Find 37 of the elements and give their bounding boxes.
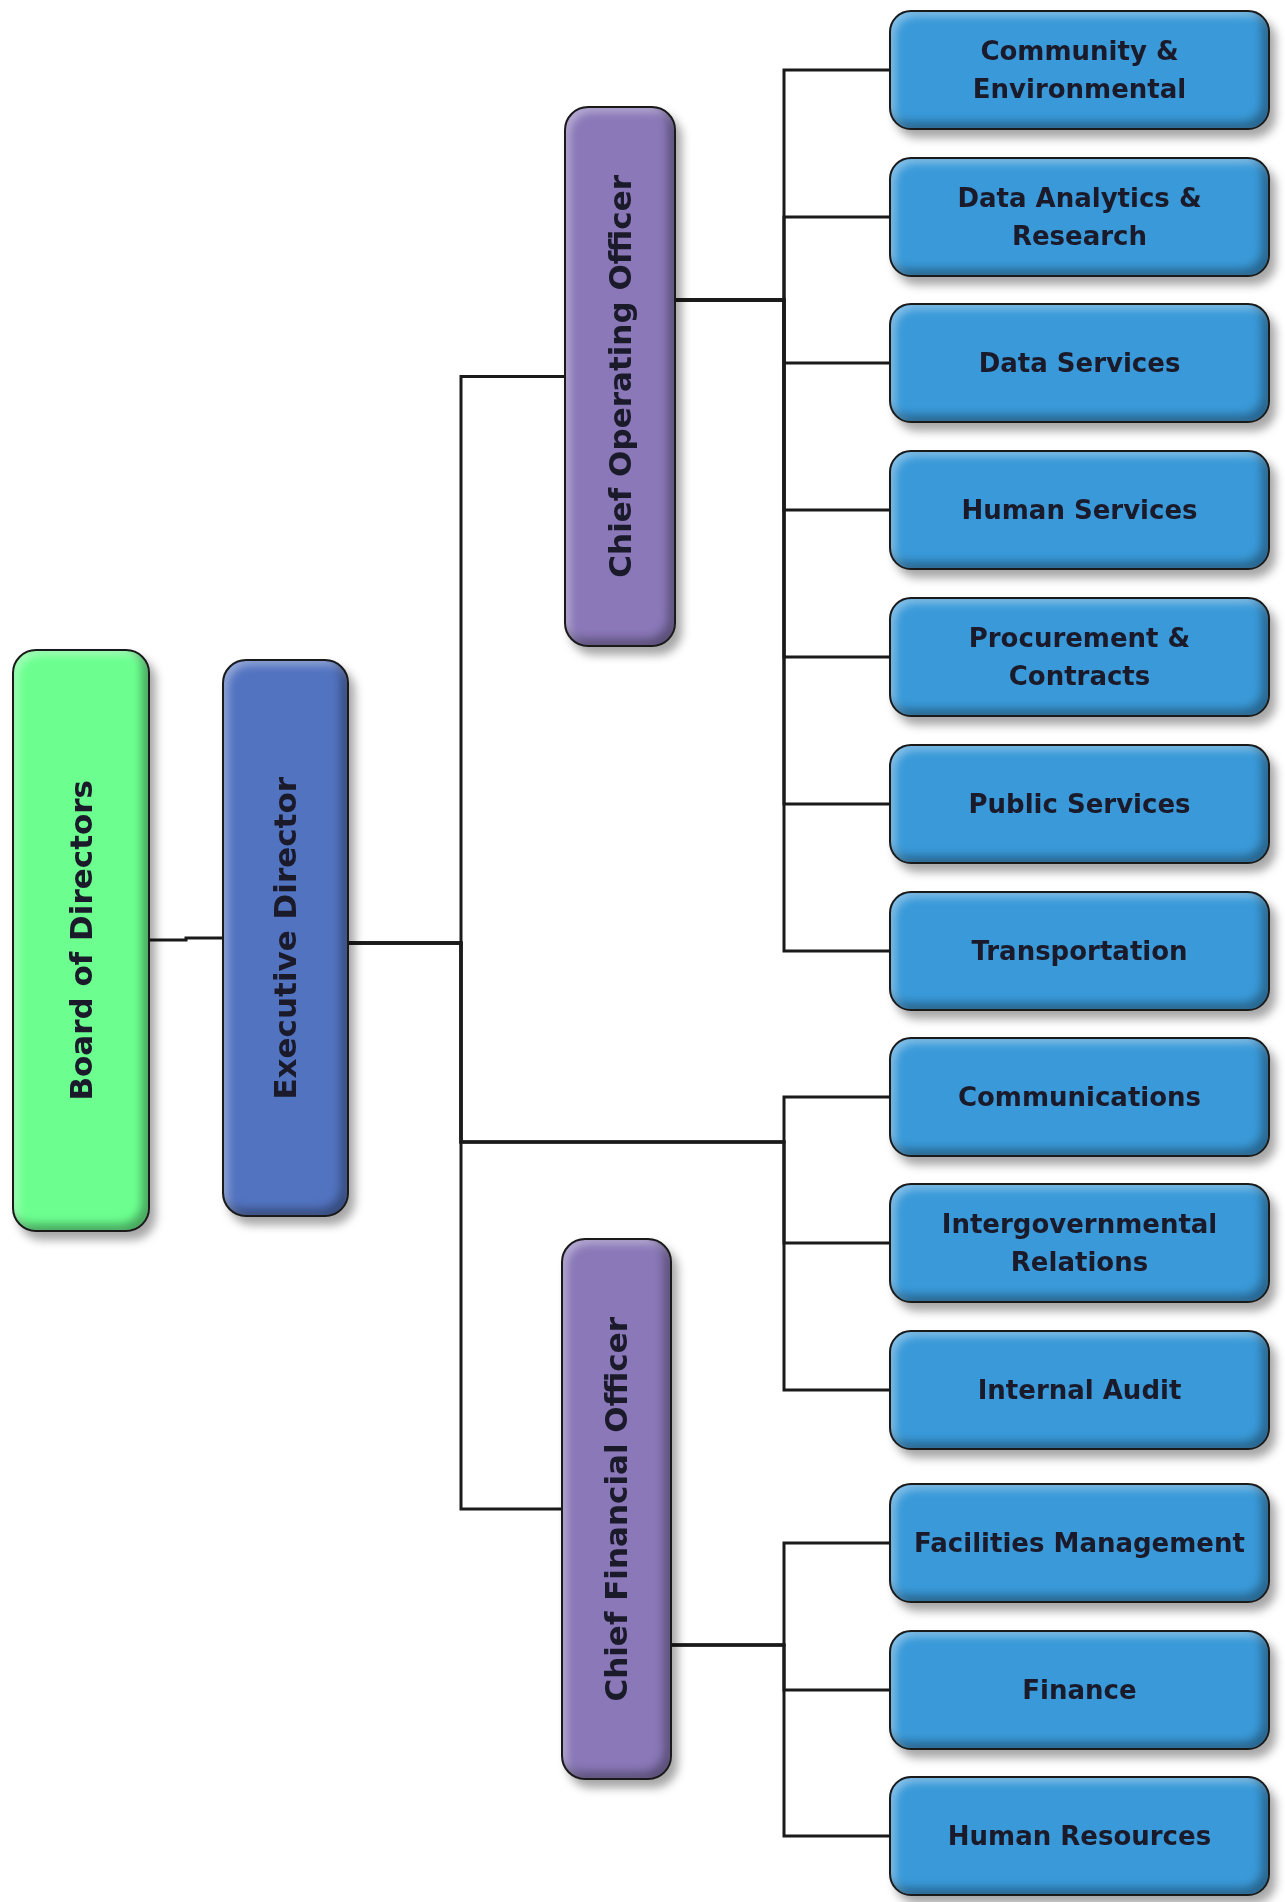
box-label: Public Services bbox=[967, 788, 1192, 821]
connector-line bbox=[150, 936, 222, 942]
director-box bbox=[222, 659, 349, 1217]
box-label: Transportation bbox=[970, 935, 1189, 968]
box-label: Human Resources bbox=[946, 1820, 1213, 1853]
officer-box bbox=[564, 106, 676, 647]
department-box bbox=[889, 10, 1270, 130]
department-box bbox=[889, 1483, 1270, 1603]
department-box bbox=[889, 891, 1270, 1011]
department-box bbox=[889, 1630, 1270, 1750]
board-box bbox=[12, 649, 150, 1232]
department-box bbox=[889, 597, 1270, 717]
box-label: Chief Operating Officer bbox=[600, 175, 639, 578]
department-box bbox=[889, 1183, 1270, 1303]
department-box bbox=[889, 744, 1270, 864]
box-label: Chief Financial Officer bbox=[597, 1316, 636, 1702]
box-label: Board of Directors bbox=[61, 780, 100, 1101]
department-box bbox=[889, 157, 1270, 277]
box-label: Data Analytics & Research bbox=[956, 182, 1203, 253]
department-box bbox=[889, 1330, 1270, 1450]
connector-line bbox=[349, 941, 561, 1511]
connector-line bbox=[672, 1643, 889, 1838]
box-label: Communications bbox=[956, 1081, 1203, 1114]
box-label: Internal Audit bbox=[976, 1374, 1183, 1407]
department-box bbox=[889, 450, 1270, 570]
officer-box bbox=[561, 1238, 672, 1780]
department-box bbox=[889, 1776, 1270, 1896]
box-label: Data Services bbox=[977, 347, 1182, 380]
department-box bbox=[889, 1037, 1270, 1157]
box-label: Procurement & Contracts bbox=[967, 622, 1192, 693]
box-label: Finance bbox=[1021, 1674, 1138, 1707]
box-label: Human Services bbox=[960, 494, 1199, 527]
box-label: Intergovernmental Relations bbox=[940, 1208, 1219, 1279]
box-label: Facilities Management bbox=[913, 1527, 1246, 1560]
box-label: Executive Director bbox=[266, 776, 305, 1100]
box-label: Community & Environmental bbox=[971, 35, 1188, 106]
department-box bbox=[889, 303, 1270, 423]
